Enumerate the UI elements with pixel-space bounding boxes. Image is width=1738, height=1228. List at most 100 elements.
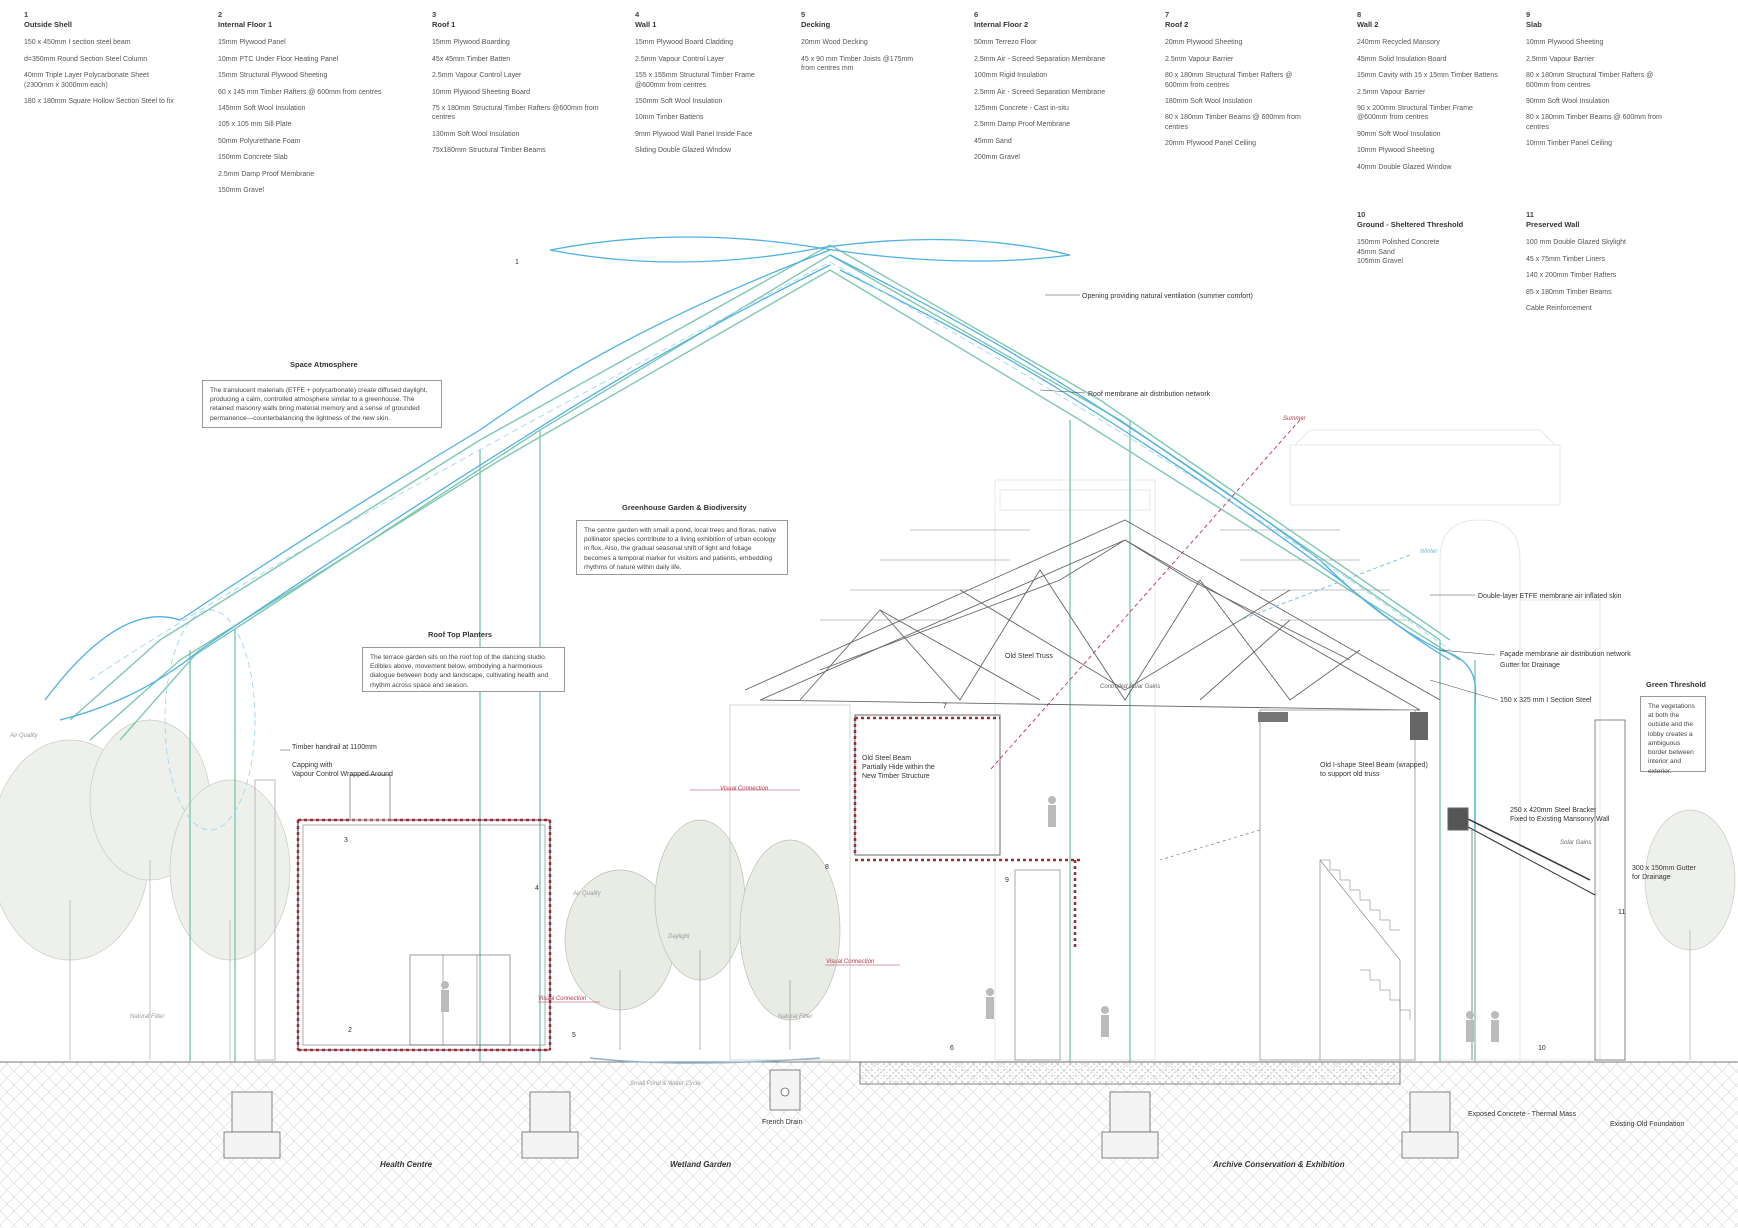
legend-layer: Cable Reinforcement xyxy=(1526,305,1592,312)
legend-title: Ground - Sheltered Threshold xyxy=(1357,220,1464,230)
legend-title: Preserved Wall xyxy=(1526,220,1580,230)
legend-title: Wall 1 xyxy=(635,20,657,30)
legend-layer: 150mm Soft Wool Insulation xyxy=(635,98,723,105)
legend-title: Wall 2 xyxy=(1357,20,1379,30)
label-capping-1: Capping with xyxy=(292,762,333,769)
legend-layer: 140 x 200mm Timber Rafters xyxy=(1526,272,1617,280)
legend-layer: 40mm Double Glazed Window xyxy=(1357,163,1452,171)
note-title-roof-planters: Roof Top Planters xyxy=(428,630,493,639)
legend-layer: 150mm Polished Concrete 45mm Sand 105mm … xyxy=(1357,239,1440,266)
legend-layer: 20mm Plywood Sheeting xyxy=(1165,39,1243,47)
legend-layer: 80 x 180mm Timber Beams @ 600mm from cen… xyxy=(1165,114,1301,131)
health-centre-structure xyxy=(254,774,552,1061)
section-number-10: 10 xyxy=(1538,1045,1546,1052)
legend-number: 3 xyxy=(432,10,437,19)
legend-title: Outside Shell xyxy=(24,20,72,30)
label-gutter2-2: for Drainage xyxy=(1632,874,1671,881)
label-existing-foundation: Existing Old Foundation xyxy=(1610,1121,1684,1128)
legend-layer: 50mm Terrezo Floor xyxy=(974,39,1037,47)
legend-layer: 100 mm Double Glazed Skylight xyxy=(1526,239,1626,247)
section-number-9: 9 xyxy=(1005,877,1009,884)
zone-health-centre: Health Centre xyxy=(380,1160,433,1169)
legend-layer: 10mm PTC Under Floor Heating Panel xyxy=(218,55,339,63)
legend-title: Roof 1 xyxy=(432,20,456,30)
people-figures xyxy=(441,796,1499,1042)
legend-layer: 85 x 180mm Timber Beams xyxy=(1526,288,1612,296)
legend-layer: 75x180mm Structural Timber Beams xyxy=(432,147,546,155)
legend-number: 1 xyxy=(24,10,29,19)
note-title-greenhouse: Greenhouse Garden & Biodiversity xyxy=(622,503,747,512)
legend-layer: Sliding Double Glazed Window xyxy=(635,147,732,155)
legend-layer: 75 x 180mm Structural Timber Rafters @60… xyxy=(432,105,599,122)
legend-layer: 2.5mm Vapour Control Layer xyxy=(432,72,522,80)
legend-layer: 105 x 105 mm Sill Plate xyxy=(218,121,292,129)
legend-layer: 10mm Plywood Sheeting xyxy=(1357,147,1435,155)
label-french-drain: French Drain xyxy=(762,1119,803,1126)
legend-layer: 2.5mm Air - Screed Separation Membrane xyxy=(974,88,1106,96)
trees-left xyxy=(0,719,291,1060)
legend-title: Decking xyxy=(801,20,831,30)
label-old-ishape-2: to support old truss xyxy=(1320,771,1380,778)
note-title-green-threshold: Green Threshold xyxy=(1646,680,1707,689)
legend-layer: 125mm Concrete - Cast in-situ xyxy=(974,105,1069,112)
legend-title: Internal Floor 1 xyxy=(218,20,273,30)
legend-layer: 180mm Soft Wool Insulation xyxy=(1165,98,1253,105)
label-summer: Summer xyxy=(1283,416,1307,422)
note-roof-planters: The terrace garden sits on the roof top … xyxy=(362,647,565,692)
label-visual-2: Visual Connection xyxy=(826,959,875,965)
legend-number: 8 xyxy=(1357,10,1362,19)
label-winter: Winter xyxy=(1420,549,1438,555)
label-capping-2: Vapour Control Wrapped Around xyxy=(292,771,393,778)
zone-archive: Archive Conservation & Exhibition xyxy=(1212,1160,1345,1169)
legend-title: Slab xyxy=(1526,20,1542,30)
section-number-6: 6 xyxy=(950,1045,954,1052)
existing-building-outline xyxy=(994,429,1601,1061)
legend-layer: 150mm Gravel xyxy=(218,187,264,195)
leader-lines xyxy=(280,294,1499,751)
legend-number: 2 xyxy=(218,10,223,19)
legend-layer: 15mm Plywood Board Cladding xyxy=(635,39,734,47)
legend-layer: 15mm Structural Plywood Sheeting xyxy=(218,72,328,80)
section-number-4: 4 xyxy=(535,885,539,892)
label-bracket-1: 250 x 420mm Steel Bracket xyxy=(1510,807,1596,814)
label-section-steel: 150 x 325 mm I Section Steel xyxy=(1500,697,1592,704)
legend-number: 7 xyxy=(1165,10,1170,19)
section-number-7: 7 xyxy=(943,703,947,710)
legend-number: 9 xyxy=(1526,10,1531,19)
legend-layer: 80 x 180mm Structural Timber Rafters @ 6… xyxy=(1526,72,1654,89)
label-old-beam-1: Old Steel Beam xyxy=(862,755,911,762)
label-opening: Opening providing natural ventilation (s… xyxy=(1082,293,1253,300)
staircase xyxy=(1320,859,1411,1020)
section-number-8: 8 xyxy=(825,864,829,871)
legend-layer: 45 x 75mm Timber Liners xyxy=(1526,255,1605,263)
airflow-lines xyxy=(89,261,1451,831)
legend-layer: 150mm Concrete Slab xyxy=(218,154,288,162)
label-etfe: Double-layer ETFE membrane air inflated … xyxy=(1478,593,1622,600)
legend-layer: 180 x 180mm Square Hollow Section Steel … xyxy=(24,98,174,105)
legend-layer: 15mm Cavity with 15 x 15mm Timber Batten… xyxy=(1357,72,1498,80)
legend-number: 4 xyxy=(635,10,640,19)
winter-arrow xyxy=(1239,554,1411,621)
label-pond: Small Pond & Water Cycle xyxy=(630,1081,701,1087)
legend-layer: 155 x 155mm Structural Timber Frame @600… xyxy=(635,72,755,89)
legend-layer: 45 x 90 mm Timber Joists @175mm from cen… xyxy=(801,55,914,73)
legend-layer: 20mm Plywood Panel Ceiling xyxy=(1165,140,1257,148)
label-natural-filter: Natural Filter xyxy=(130,1014,165,1020)
section-number-11: 11 xyxy=(1618,909,1625,916)
label-roof-membrane: Roof membrane air distribution network xyxy=(1088,391,1211,398)
legend-layer: 10mm Plywood Sheeting xyxy=(1526,39,1604,47)
legend-layer: 200mm Gravel xyxy=(974,154,1020,162)
legend-layer: 100mm Rigid Insulation xyxy=(974,72,1048,80)
label-solar-gains: Controlled Solar Gains xyxy=(1100,684,1160,690)
label-bracket-2: Fixed to Existing Mansonry Wall xyxy=(1510,816,1610,823)
legend-number: 5 xyxy=(801,10,806,19)
legend-layer: 2.5mm Vapour Barrier xyxy=(1526,55,1595,63)
section-number-5: 5 xyxy=(572,1032,576,1039)
trees-garden xyxy=(564,819,841,1050)
legend-layer: 2.5mm Vapour Barrier xyxy=(1165,55,1234,63)
